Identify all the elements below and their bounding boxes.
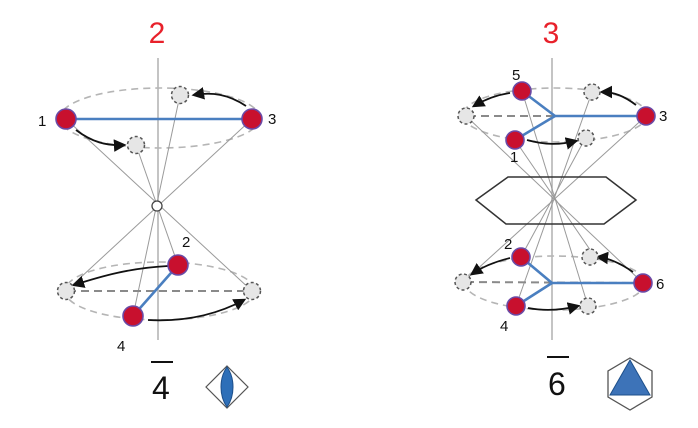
panel-rotoinversion-4: 2: [38, 17, 276, 409]
atom-2: [511, 247, 531, 267]
ghost-atom: [457, 107, 475, 125]
atom-label-4: 4: [117, 338, 125, 355]
ghost-atom: [581, 248, 599, 266]
hexagon-with-triangle-icon: [607, 357, 653, 411]
panel-title: 2: [149, 17, 166, 50]
atom-label-6: 6: [656, 276, 664, 293]
bond-2-4: [132, 264, 179, 317]
inversion-center: [151, 200, 163, 212]
ghost-atom: [170, 85, 190, 105]
arrow-top-right: [191, 87, 247, 107]
operation-symbol: 4: [152, 370, 170, 406]
atom-label-2: 2: [504, 236, 512, 253]
atom-3: [636, 106, 656, 126]
atom-1: [55, 108, 77, 130]
arrow-top-left: [471, 92, 511, 108]
ghost-atom: [579, 297, 597, 315]
ghost-atom: [577, 129, 595, 147]
arrow-top-bottom: [526, 137, 579, 150]
atom-label-4: 4: [500, 318, 508, 335]
diamond-with-lens-icon: [205, 365, 249, 409]
atom-label-5: 5: [512, 67, 520, 84]
cone-lines: [462, 90, 647, 307]
atom-6: [633, 273, 653, 293]
arrow-bottom-right: [595, 251, 634, 273]
ghost-atom: [454, 273, 472, 291]
ghost-atom: [242, 281, 262, 301]
ghost-atom: [56, 281, 76, 301]
operation-symbol: 6: [548, 366, 566, 402]
atom-5: [512, 81, 532, 101]
arrow-bottom-left: [71, 265, 169, 288]
atom-label-3: 3: [659, 108, 667, 125]
arrow-bottom-left: [469, 257, 511, 276]
atom-1: [505, 130, 525, 150]
panel-rotoinversion-6: 3: [454, 17, 667, 411]
atom-label-1: 1: [38, 113, 46, 130]
atom-4: [122, 305, 144, 327]
atom-label-2: 2: [182, 234, 190, 251]
mirror-plane-hexagon: [474, 176, 638, 225]
atom-label-3: 3: [268, 111, 276, 128]
arrow-top-right: [599, 85, 637, 106]
atom-label-1: 1: [510, 149, 518, 166]
ghost-atom: [126, 135, 146, 155]
atom-2: [167, 254, 189, 276]
panel-title: 3: [543, 17, 560, 50]
atom-3: [241, 108, 263, 130]
arrow-bottom-bottom: [527, 302, 581, 315]
atom-4: [506, 296, 526, 316]
ghost-atom: [583, 83, 601, 101]
arrow-bottom-right: [147, 298, 247, 322]
arrow-top-left: [75, 129, 127, 152]
